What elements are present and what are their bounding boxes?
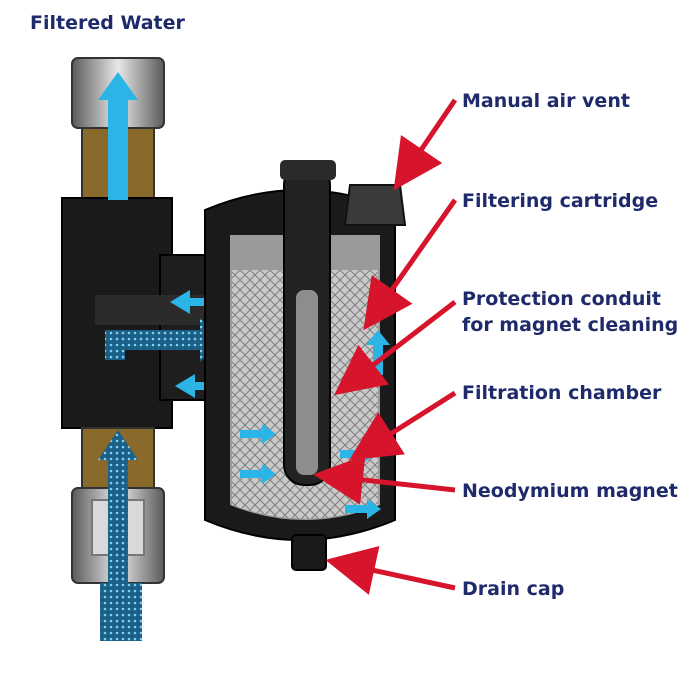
label-manual-air-vent: Manual air vent — [462, 90, 630, 112]
label-filtration-chamber: Filtration chamber — [462, 382, 662, 404]
arrow-manual-air-vent — [393, 98, 458, 191]
label-filtering-cartridge: Filtering cartridge — [462, 190, 659, 212]
title-filtered-water: Filtered Water — [30, 12, 185, 34]
arrow-drain-cap — [325, 546, 456, 595]
flow-arrows — [98, 72, 245, 590]
label-drain-cap: Drain cap — [462, 578, 565, 600]
arrow-filtering-cartridge — [363, 198, 458, 331]
arrow-protection-conduit — [334, 300, 457, 396]
callout-arrows — [313, 98, 458, 595]
label-protection-conduit-line2: for magnet cleaning — [462, 314, 679, 336]
arrow-filtration-chamber — [349, 390, 457, 461]
label-protection-conduit: Protection conduit — [462, 288, 661, 310]
label-neodymium-magnet: Neodymium magnet — [462, 480, 678, 502]
arrow-neodymium-magnet — [313, 454, 456, 505]
